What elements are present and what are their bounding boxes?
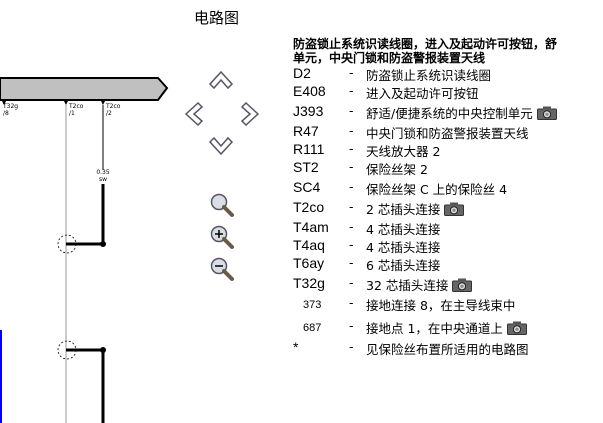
legend-description-text: 保险丝架 C 上的保险丝 4 xyxy=(366,182,508,197)
legend-code: T6ay xyxy=(293,255,325,271)
legend-description: 4 芯插头连接 xyxy=(366,237,440,256)
legend-panel: 防盗锁止系统识读线圈，进入及起动许可按钮，舒 单元，中央门锁和防盗警报装置天线 … xyxy=(293,37,603,357)
legend-description: 保险丝架 2 xyxy=(366,159,428,178)
legend-description: 4 芯插头连接 xyxy=(366,219,440,238)
pin-label: T2co/1 xyxy=(69,103,84,117)
legend-description: 32 芯插头连接 xyxy=(366,275,473,295)
legend-description-text: 舒适/便捷系统的中央控制单元 xyxy=(366,106,533,121)
legend-dash: - xyxy=(349,159,354,174)
zoom-in-button[interactable] xyxy=(209,224,237,250)
legend-code: ST2 xyxy=(293,159,319,175)
legend-code: 373 xyxy=(303,299,322,311)
legend-description-text: 接地连接 8，在主导线束中 xyxy=(366,298,516,313)
legend-description-text: 4 芯插头连接 xyxy=(366,240,441,255)
legend-code: * xyxy=(293,339,299,355)
zoom-in-icon xyxy=(210,225,234,249)
legend-description-text: 6 芯插头连接 xyxy=(366,258,441,273)
pin-arrow xyxy=(2,101,6,105)
diagram-arrow-bar xyxy=(0,77,169,101)
legend-code: R111 xyxy=(293,141,325,157)
legend-description-text: 天线放大器 2 xyxy=(366,144,441,159)
legend-dash: - xyxy=(349,295,354,310)
legend-code: T4am xyxy=(293,219,329,235)
zoom-out-icon xyxy=(210,257,234,281)
page-title: 电路图 xyxy=(194,9,240,27)
legend-code: E408 xyxy=(293,83,326,99)
legend-description: 进入及起动许可按钮 xyxy=(366,83,479,102)
legend-dash: - xyxy=(349,339,354,354)
legend-code: 687 xyxy=(303,322,322,334)
legend-description-text: 2 芯插头连接 xyxy=(366,202,441,217)
junction-dot xyxy=(100,347,106,353)
legend-code: T2co xyxy=(293,199,325,215)
pan-right-button[interactable] xyxy=(238,101,260,127)
legend-dash: - xyxy=(349,179,354,194)
arrow-left-icon xyxy=(184,101,204,127)
legend-description: 见保险丝布置所适用的电路图 xyxy=(366,339,529,358)
legend-dash: - xyxy=(349,141,354,156)
legend-dash: - xyxy=(349,237,354,252)
legend-title-line2: 单元，中央门锁和防盗警报装置天线 xyxy=(293,51,486,65)
arrow-right-icon xyxy=(240,101,260,127)
legend-description: 中央门锁和防盗警报装置天线 xyxy=(366,123,529,142)
camera-icon[interactable] xyxy=(536,106,557,123)
camera-icon[interactable] xyxy=(444,202,465,219)
arrow-down-icon xyxy=(208,136,234,156)
legend-dash: - xyxy=(349,199,354,214)
legend-description: 6 芯插头连接 xyxy=(366,255,440,274)
legend-description-text: 4 芯插头连接 xyxy=(366,222,441,237)
legend-code: T4aq xyxy=(293,237,325,253)
pan-down-button[interactable] xyxy=(208,134,234,156)
legend-dash: - xyxy=(349,123,354,138)
legend-code: T32g xyxy=(293,275,325,291)
legend-description-text: 接地点 1，在中央通道上 xyxy=(366,321,503,336)
pin-arrow xyxy=(64,101,68,105)
legend-description: 防盗锁止系统识读线圈 xyxy=(366,65,491,84)
circuit-diagram-canvas xyxy=(0,77,169,423)
pin-arrow xyxy=(101,101,105,105)
camera-icon[interactable] xyxy=(506,321,527,338)
zoom-fit-button[interactable] xyxy=(209,192,237,218)
legend-title-line1: 防盗锁止系统识读线圈，进入及起动许可按钮，舒 xyxy=(293,37,558,51)
legend-description-text: 中央门锁和防盗警报装置天线 xyxy=(366,126,529,141)
legend-code: SC4 xyxy=(293,179,321,195)
legend-dash: - xyxy=(349,83,354,98)
legend-description: 2 芯插头连接 xyxy=(366,199,465,219)
legend-description-text: 进入及起动许可按钮 xyxy=(366,86,479,101)
legend-description: 接地连接 8，在主导线束中 xyxy=(366,295,515,314)
camera-icon[interactable] xyxy=(452,278,473,295)
legend-code: J393 xyxy=(293,103,324,119)
legend-dash: - xyxy=(349,219,354,234)
legend-dash: - xyxy=(349,318,354,333)
legend-dash: - xyxy=(349,255,354,270)
legend-dash: - xyxy=(349,275,354,290)
legend-description-text: 32 芯插头连接 xyxy=(366,278,449,293)
legend-code: R47 xyxy=(293,123,319,139)
legend-description-text: 见保险丝布置所适用的电路图 xyxy=(366,342,529,357)
pan-left-button[interactable] xyxy=(184,101,206,127)
zoom-fit-icon xyxy=(210,193,234,217)
legend-description: 舒适/便捷系统的中央控制单元 xyxy=(366,103,557,123)
pin-label: T2co/2 xyxy=(106,103,121,117)
legend-description: 接地点 1，在中央通道上 xyxy=(366,318,527,338)
legend-description-text: 保险丝架 2 xyxy=(366,162,428,177)
legend-dash: - xyxy=(349,103,354,118)
legend-code: D2 xyxy=(293,65,311,81)
legend-description: 保险丝架 C 上的保险丝 4 xyxy=(366,179,507,198)
legend-description-text: 防盗锁止系统识读线圈 xyxy=(366,68,492,83)
pin-label: T32g/8 xyxy=(3,103,19,117)
zoom-out-button[interactable] xyxy=(209,256,237,282)
pan-up-button[interactable] xyxy=(208,70,234,92)
connector-circle xyxy=(57,234,77,254)
junction-dot xyxy=(100,241,106,247)
legend-description: 天线放大器 2 xyxy=(366,141,440,160)
legend-dash: - xyxy=(349,65,354,80)
arrow-up-icon xyxy=(208,70,234,90)
connector-circle xyxy=(57,340,77,360)
